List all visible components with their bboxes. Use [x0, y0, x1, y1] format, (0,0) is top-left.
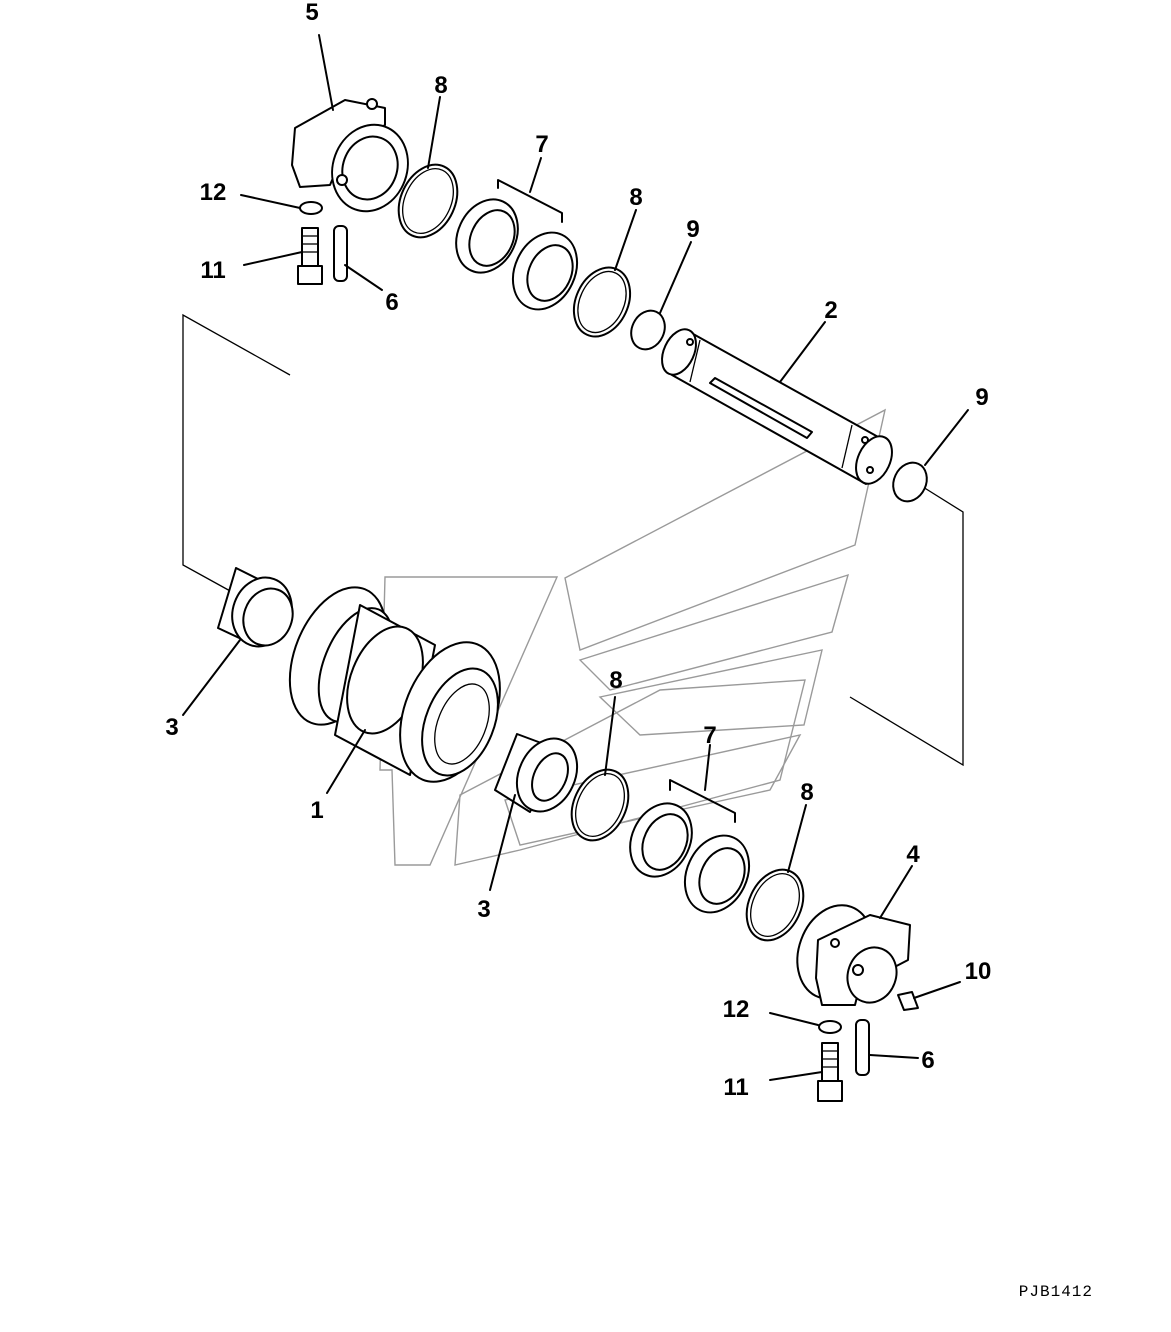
- shaft: [661, 328, 893, 485]
- label-part-8-c: 8: [609, 667, 622, 694]
- bushing-left: [217, 567, 294, 648]
- label-part-8-a: 8: [434, 72, 447, 99]
- bolt-lower: [817, 1042, 843, 1102]
- floating-seal-lower: [629, 779, 751, 914]
- bushing-right: [494, 733, 579, 813]
- label-part-9-b: 9: [975, 384, 988, 411]
- bracket-upper: [291, 98, 409, 213]
- pin-upper: [333, 225, 348, 282]
- label-part-3-b: 3: [477, 896, 490, 923]
- o-ring-upper-2: [572, 266, 632, 338]
- roller: [288, 586, 501, 783]
- label-part-7-b: 7: [703, 722, 716, 749]
- washer-lower: [818, 1020, 842, 1034]
- part-labels: 5 8 7 12 8 9 11 6 2 9 8 3 7 8 1 4 3 10 1…: [165, 0, 991, 1101]
- label-part-7-a: 7: [535, 131, 548, 158]
- watermark-logo: [379, 408, 887, 866]
- small-o-ring-upper: [630, 309, 666, 351]
- label-part-8-d: 8: [800, 779, 813, 806]
- label-part-2: 2: [824, 297, 837, 324]
- label-part-11-a: 11: [200, 257, 225, 284]
- label-part-4: 4: [906, 841, 920, 868]
- assembly-guide-lines: [182, 313, 964, 767]
- label-part-12-a: 12: [200, 179, 227, 206]
- label-part-3-a: 3: [165, 714, 178, 741]
- label-part-6-b: 6: [921, 1047, 934, 1074]
- label-part-11-b: 11: [723, 1074, 748, 1101]
- label-part-1: 1: [310, 797, 323, 824]
- label-part-6-a: 6: [385, 289, 398, 316]
- bolt-upper: [297, 227, 323, 285]
- o-ring-lower-2: [745, 868, 805, 942]
- o-ring-upper-1: [397, 163, 459, 239]
- label-part-12-b: 12: [723, 996, 750, 1023]
- label-part-10: 10: [965, 958, 992, 985]
- floating-seal-upper: [455, 179, 579, 311]
- label-part-8-b: 8: [629, 184, 642, 211]
- washer-upper: [299, 201, 323, 215]
- pin-lower: [855, 1019, 870, 1076]
- bracket-lower: [796, 904, 911, 1006]
- o-ring-lower-1: [570, 768, 630, 842]
- label-part-9-a: 9: [686, 216, 699, 243]
- plug: [897, 991, 919, 1011]
- drawing-code: PJB1412: [1019, 1283, 1093, 1301]
- label-part-5: 5: [305, 0, 318, 26]
- leader-lines: [182, 34, 969, 1081]
- small-o-ring-lower: [892, 461, 928, 503]
